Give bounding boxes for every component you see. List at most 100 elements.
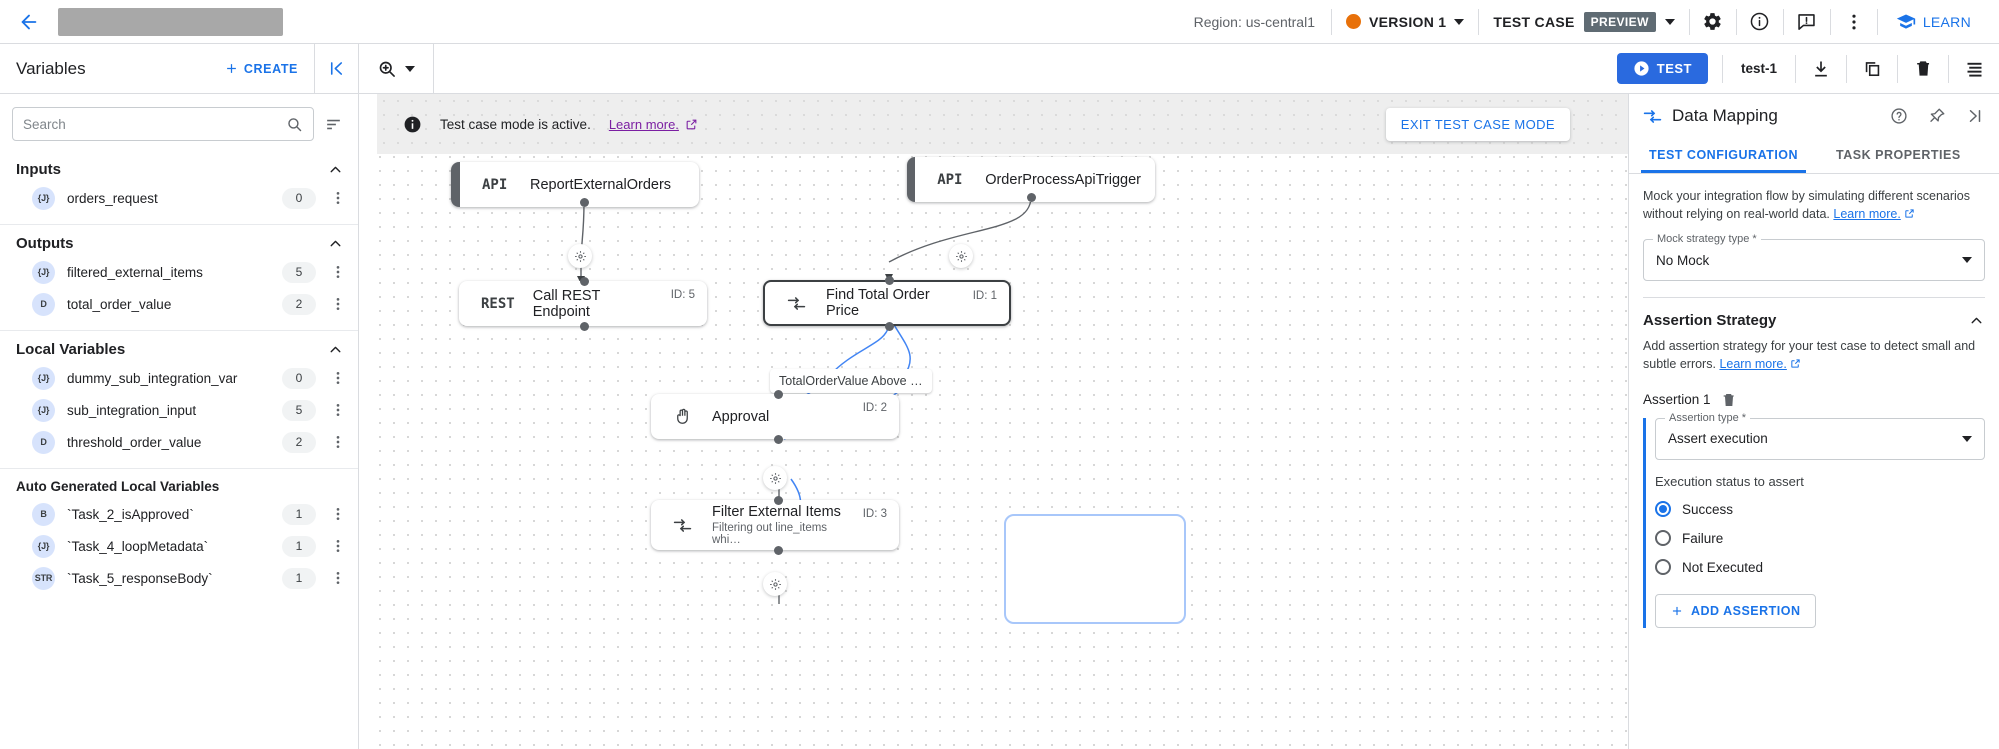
pin-icon[interactable]	[1923, 102, 1951, 130]
run-test-button[interactable]: TEST	[1616, 53, 1708, 84]
node-find-total-order-price[interactable]: Find Total Order Price ID: 1	[763, 280, 1011, 326]
radio-button-icon[interactable]	[1655, 501, 1671, 517]
chevron-up-icon[interactable]	[1968, 312, 1985, 329]
section-header-inputs[interactable]: Inputs	[0, 151, 358, 182]
info-icon[interactable]	[1737, 0, 1783, 44]
row-more-vert-icon[interactable]	[328, 264, 348, 280]
main-body: Inputs {J} orders_request 0 Outp	[0, 94, 1999, 749]
row-more-vert-icon[interactable]	[328, 190, 348, 206]
radio-not-executed[interactable]: Not Executed	[1655, 553, 1985, 582]
node-order-process-api-trigger[interactable]: API OrderProcessApiTrigger	[907, 157, 1155, 202]
sort-icon[interactable]	[320, 111, 346, 137]
variable-count: 1	[282, 567, 316, 589]
radio-success[interactable]: Success	[1655, 495, 1985, 524]
assertion-type-select[interactable]: Assertion type * Assert execution	[1655, 411, 1985, 460]
node-filter-external-items[interactable]: Filter External Items Filtering out line…	[651, 500, 899, 550]
row-more-vert-icon[interactable]	[328, 402, 348, 418]
node-connector-dot[interactable]	[774, 546, 783, 555]
chevron-up-icon[interactable]	[327, 341, 344, 358]
row-more-vert-icon[interactable]	[328, 370, 348, 386]
selected-region-box[interactable]	[1004, 514, 1186, 624]
row-more-vert-icon[interactable]	[328, 506, 348, 522]
variable-name: `Task_2_isApproved`	[67, 506, 194, 522]
zoom-control[interactable]	[359, 44, 434, 93]
mock-strategy-select[interactable]: Mock strategy type * No Mock	[1643, 233, 1985, 282]
exit-test-case-mode-button[interactable]: EXIT TEST CASE MODE	[1385, 108, 1570, 141]
back-arrow-icon[interactable]	[12, 5, 46, 39]
edge-gear-icon[interactable]	[763, 572, 787, 596]
variable-count: 0	[282, 367, 316, 389]
tab-test-configuration[interactable]: TEST CONFIGURATION	[1641, 138, 1806, 173]
row-more-vert-icon[interactable]	[328, 538, 348, 554]
variable-row[interactable]: {J} sub_integration_input 5	[0, 394, 358, 426]
section-header-outputs[interactable]: Outputs	[0, 225, 358, 256]
collapse-left-icon[interactable]	[314, 44, 358, 93]
variable-row[interactable]: {J} dummy_sub_integration_var 0	[0, 362, 358, 394]
list-icon[interactable]	[1949, 44, 1999, 94]
variables-section-inputs: Inputs {J} orders_request 0	[0, 151, 358, 225]
node-connector-dot[interactable]	[1027, 193, 1036, 202]
node-connector-dot[interactable]	[580, 198, 589, 207]
section-header-local-variables[interactable]: Local Variables	[0, 331, 358, 362]
assertion-strategy-header[interactable]: Assertion Strategy	[1643, 298, 1985, 335]
edge-gear-icon[interactable]	[568, 244, 592, 268]
radio-failure[interactable]: Failure	[1655, 524, 1985, 553]
flow-canvas[interactable]: Test case mode is active. Learn more. EX…	[359, 94, 1628, 749]
edge-gear-icon[interactable]	[763, 466, 787, 490]
node-report-external-orders[interactable]: API ReportExternalOrders	[451, 162, 699, 207]
search-input[interactable]	[23, 116, 278, 132]
edge-gear-icon[interactable]	[949, 244, 973, 268]
mock-learn-more-link[interactable]: Learn more.	[1833, 207, 1901, 222]
chevron-up-icon[interactable]	[327, 235, 344, 252]
variable-row[interactable]: {J} filtered_external_items 5	[0, 256, 358, 288]
gear-icon[interactable]	[1690, 0, 1736, 44]
variable-row[interactable]: {J} orders_request 0	[0, 182, 358, 214]
delete-assertion-icon[interactable]	[1721, 392, 1737, 408]
create-variable-button[interactable]: CREATE	[216, 61, 306, 76]
row-more-vert-icon[interactable]	[328, 296, 348, 312]
copy-icon[interactable]	[1847, 44, 1897, 94]
variable-row[interactable]: D threshold_order_value 2	[0, 426, 358, 458]
test-case-selector[interactable]: TEST CASE PREVIEW	[1479, 11, 1688, 32]
variable-row[interactable]: STR `Task_5_responseBody` 1	[0, 562, 358, 594]
node-connector-dot[interactable]	[580, 322, 589, 331]
variable-type-badge: {J}	[32, 534, 55, 558]
collapse-right-icon[interactable]	[1961, 102, 1989, 130]
node-connector-dot[interactable]	[580, 277, 589, 286]
banner-learn-more-link[interactable]: Learn more.	[608, 116, 679, 132]
row-more-vert-icon[interactable]	[328, 434, 348, 450]
assertion-description: Add assertion strategy for your test cas…	[1643, 335, 1985, 383]
section-header-auto-generated[interactable]: Auto Generated Local Variables	[0, 469, 358, 498]
node-connector-dot[interactable]	[885, 276, 894, 285]
help-icon[interactable]	[1885, 102, 1913, 130]
search-box[interactable]	[12, 107, 314, 141]
variable-row[interactable]: D total_order_value 2	[0, 288, 358, 320]
delete-icon[interactable]	[1898, 44, 1948, 94]
learn-button[interactable]: LEARN	[1878, 12, 1987, 32]
node-call-rest-endpoint[interactable]: REST Call REST Endpoint ID: 5	[459, 281, 707, 326]
assertion-learn-more-link[interactable]: Learn more.	[1719, 357, 1787, 372]
edge-condition-label[interactable]: TotalOrderValue Above …	[770, 369, 932, 393]
variable-row[interactable]: B `Task_2_isApproved` 1	[0, 498, 358, 530]
add-assertion-button[interactable]: ADD ASSERTION	[1655, 593, 1816, 628]
header-divider	[1829, 8, 1831, 35]
radio-button-icon[interactable]	[1655, 559, 1671, 575]
node-connector-dot[interactable]	[774, 390, 783, 399]
row-more-vert-icon[interactable]	[328, 570, 348, 586]
node-connector-dot[interactable]	[774, 496, 783, 505]
more-vert-icon[interactable]	[1831, 0, 1877, 44]
variable-name: threshold_order_value	[67, 434, 202, 450]
chevron-up-icon[interactable]	[327, 161, 344, 178]
variable-count: 1	[282, 535, 316, 557]
variable-row[interactable]: {J} `Task_4_loopMetadata` 1	[0, 530, 358, 562]
node-connector-dot[interactable]	[885, 322, 894, 331]
node-connector-dot[interactable]	[774, 435, 783, 444]
version-selector[interactable]: VERSION 1	[1332, 14, 1478, 30]
radio-button-icon[interactable]	[1655, 530, 1671, 546]
tab-task-properties[interactable]: TASK PROPERTIES	[1836, 148, 1961, 162]
feedback-icon[interactable]	[1784, 0, 1830, 44]
node-approval[interactable]: Approval ID: 2	[651, 394, 899, 439]
test-name-label[interactable]: test-1	[1740, 61, 1777, 76]
download-icon[interactable]	[1796, 44, 1846, 94]
section-title: Inputs	[16, 161, 61, 178]
